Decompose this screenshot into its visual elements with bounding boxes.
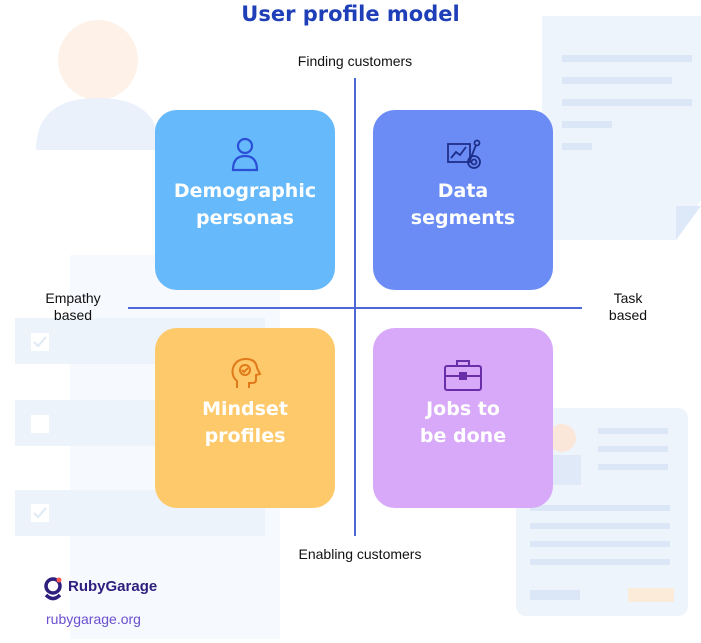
axis-label-left-line1: Empathy (45, 290, 101, 306)
axis-label-left: Empathy based (30, 290, 116, 324)
horizontal-axis (128, 307, 582, 309)
quadrant-data-segments: Data segments (373, 110, 553, 290)
axis-label-right: Task based (590, 290, 666, 324)
brand-url[interactable]: rubygarage.org (46, 611, 141, 627)
quadrant-jobs-to-be-done: Jobs to be done (373, 328, 553, 508)
brand-name: RubyGarage (68, 578, 158, 595)
rubygarage-logo-icon (44, 577, 62, 601)
quadrant-label-line2: be done (419, 425, 507, 447)
quadrant-label: Mindset profiles (155, 396, 335, 450)
briefcase-icon (373, 354, 553, 394)
data-chart-icon (373, 136, 553, 176)
quadrant-demographic-personas: Demographic personas (155, 110, 335, 290)
axis-label-right-line2: based (608, 307, 648, 323)
axis-label-right-line1: Task (613, 290, 643, 306)
quadrant-label-line1: Jobs to (426, 398, 500, 420)
quadrant-label-line1: Mindset (202, 398, 288, 420)
axis-label-left-line2: based (53, 307, 93, 323)
quadrant-label: Demographic personas (155, 178, 335, 232)
axis-label-top: Finding customers (297, 53, 413, 69)
quadrant-mindset-profiles: Mindset profiles (155, 328, 335, 508)
quadrant-label: Jobs to be done (373, 396, 553, 450)
quadrant-label: Data segments (373, 178, 553, 232)
person-icon (155, 136, 335, 176)
quadrant-label-line2: profiles (204, 425, 286, 447)
head-mindset-icon (155, 354, 335, 394)
diagram-title: User profile model (241, 2, 460, 26)
quadrant-label-line2: personas (196, 207, 294, 229)
axis-label-bottom: Enabling customers (298, 546, 422, 562)
quadrant-label-line1: Data (437, 180, 489, 202)
quadrant-label-line2: segments (410, 207, 516, 229)
quadrant-label-line1: Demographic (173, 180, 317, 202)
